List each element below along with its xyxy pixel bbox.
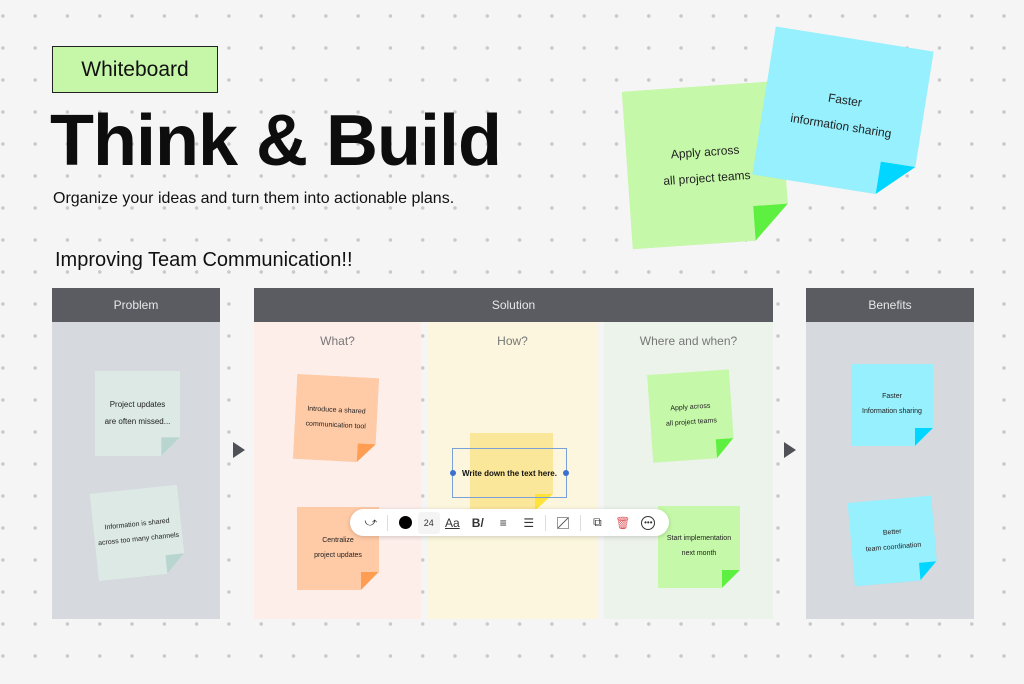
- page-title: Think & Build: [50, 101, 502, 181]
- style-label: B/: [471, 515, 484, 530]
- note-text: all project teams: [665, 417, 718, 428]
- color-swatch-icon: [398, 516, 412, 529]
- font-size-value: 24: [423, 517, 434, 528]
- arrow-right-icon: [784, 442, 796, 458]
- note-text: team coordination: [865, 541, 922, 554]
- text-toolbar: ⤻ 24 Aa B/ ≡ ☰ ⧉ 🗑︎ •••: [350, 509, 669, 536]
- note-text: project updates: [314, 551, 362, 559]
- more-options-icon[interactable]: •••: [636, 512, 661, 534]
- align-left-icon[interactable]: ≡: [499, 515, 507, 530]
- where-label: Where and when?: [639, 334, 738, 348]
- bold-italic-button[interactable]: B/: [465, 512, 490, 534]
- resize-handle[interactable]: [450, 470, 456, 476]
- note-text: Project updates: [109, 399, 166, 409]
- note-text: Information sharing: [862, 408, 922, 415]
- solution-column: Solution What? How? Where and when?: [254, 288, 773, 619]
- what-label: What?: [320, 334, 355, 348]
- note-text: communication tool: [305, 419, 366, 431]
- benefits-header: Benefits: [806, 288, 974, 322]
- note-text: Faster: [882, 393, 902, 401]
- arrow-right-icon: [233, 442, 245, 458]
- note-text-editing[interactable]: Write down the text here.: [462, 468, 557, 478]
- font-label: Aa: [445, 515, 460, 530]
- note-text: are often missed...: [104, 416, 171, 426]
- font-size-input[interactable]: 24: [417, 511, 440, 534]
- sticky-note[interactable]: Project updates are often missed...: [95, 371, 180, 456]
- note-text: all project teams: [662, 167, 751, 188]
- sticky-note[interactable]: Start implementation next month: [658, 506, 740, 588]
- how-label: How?: [497, 334, 528, 348]
- resize-handle[interactable]: [563, 470, 569, 476]
- section-title: Improving Team Communication!!: [55, 249, 353, 271]
- selection-box[interactable]: Write down the text here.: [450, 448, 569, 498]
- font-button[interactable]: Aa: [440, 512, 465, 534]
- bullet-list-icon[interactable]: ☰: [523, 515, 535, 530]
- no-fill-icon[interactable]: [550, 512, 575, 534]
- note-text: next month: [681, 550, 717, 557]
- problem-header: Problem: [52, 288, 220, 322]
- color-picker-button[interactable]: [392, 512, 417, 534]
- solution-header: Solution: [254, 288, 773, 322]
- note-text: Centralize: [322, 536, 354, 544]
- ai-magic-button[interactable]: ⤻: [364, 515, 378, 529]
- duplicate-icon[interactable]: ⧉: [593, 515, 602, 529]
- note-text: Start implementation: [666, 535, 732, 543]
- page-subtitle: Organize your ideas and turn them into a…: [53, 190, 455, 207]
- whiteboard-badge: Whiteboard: [52, 46, 218, 93]
- delete-icon[interactable]: 🗑︎: [615, 515, 631, 530]
